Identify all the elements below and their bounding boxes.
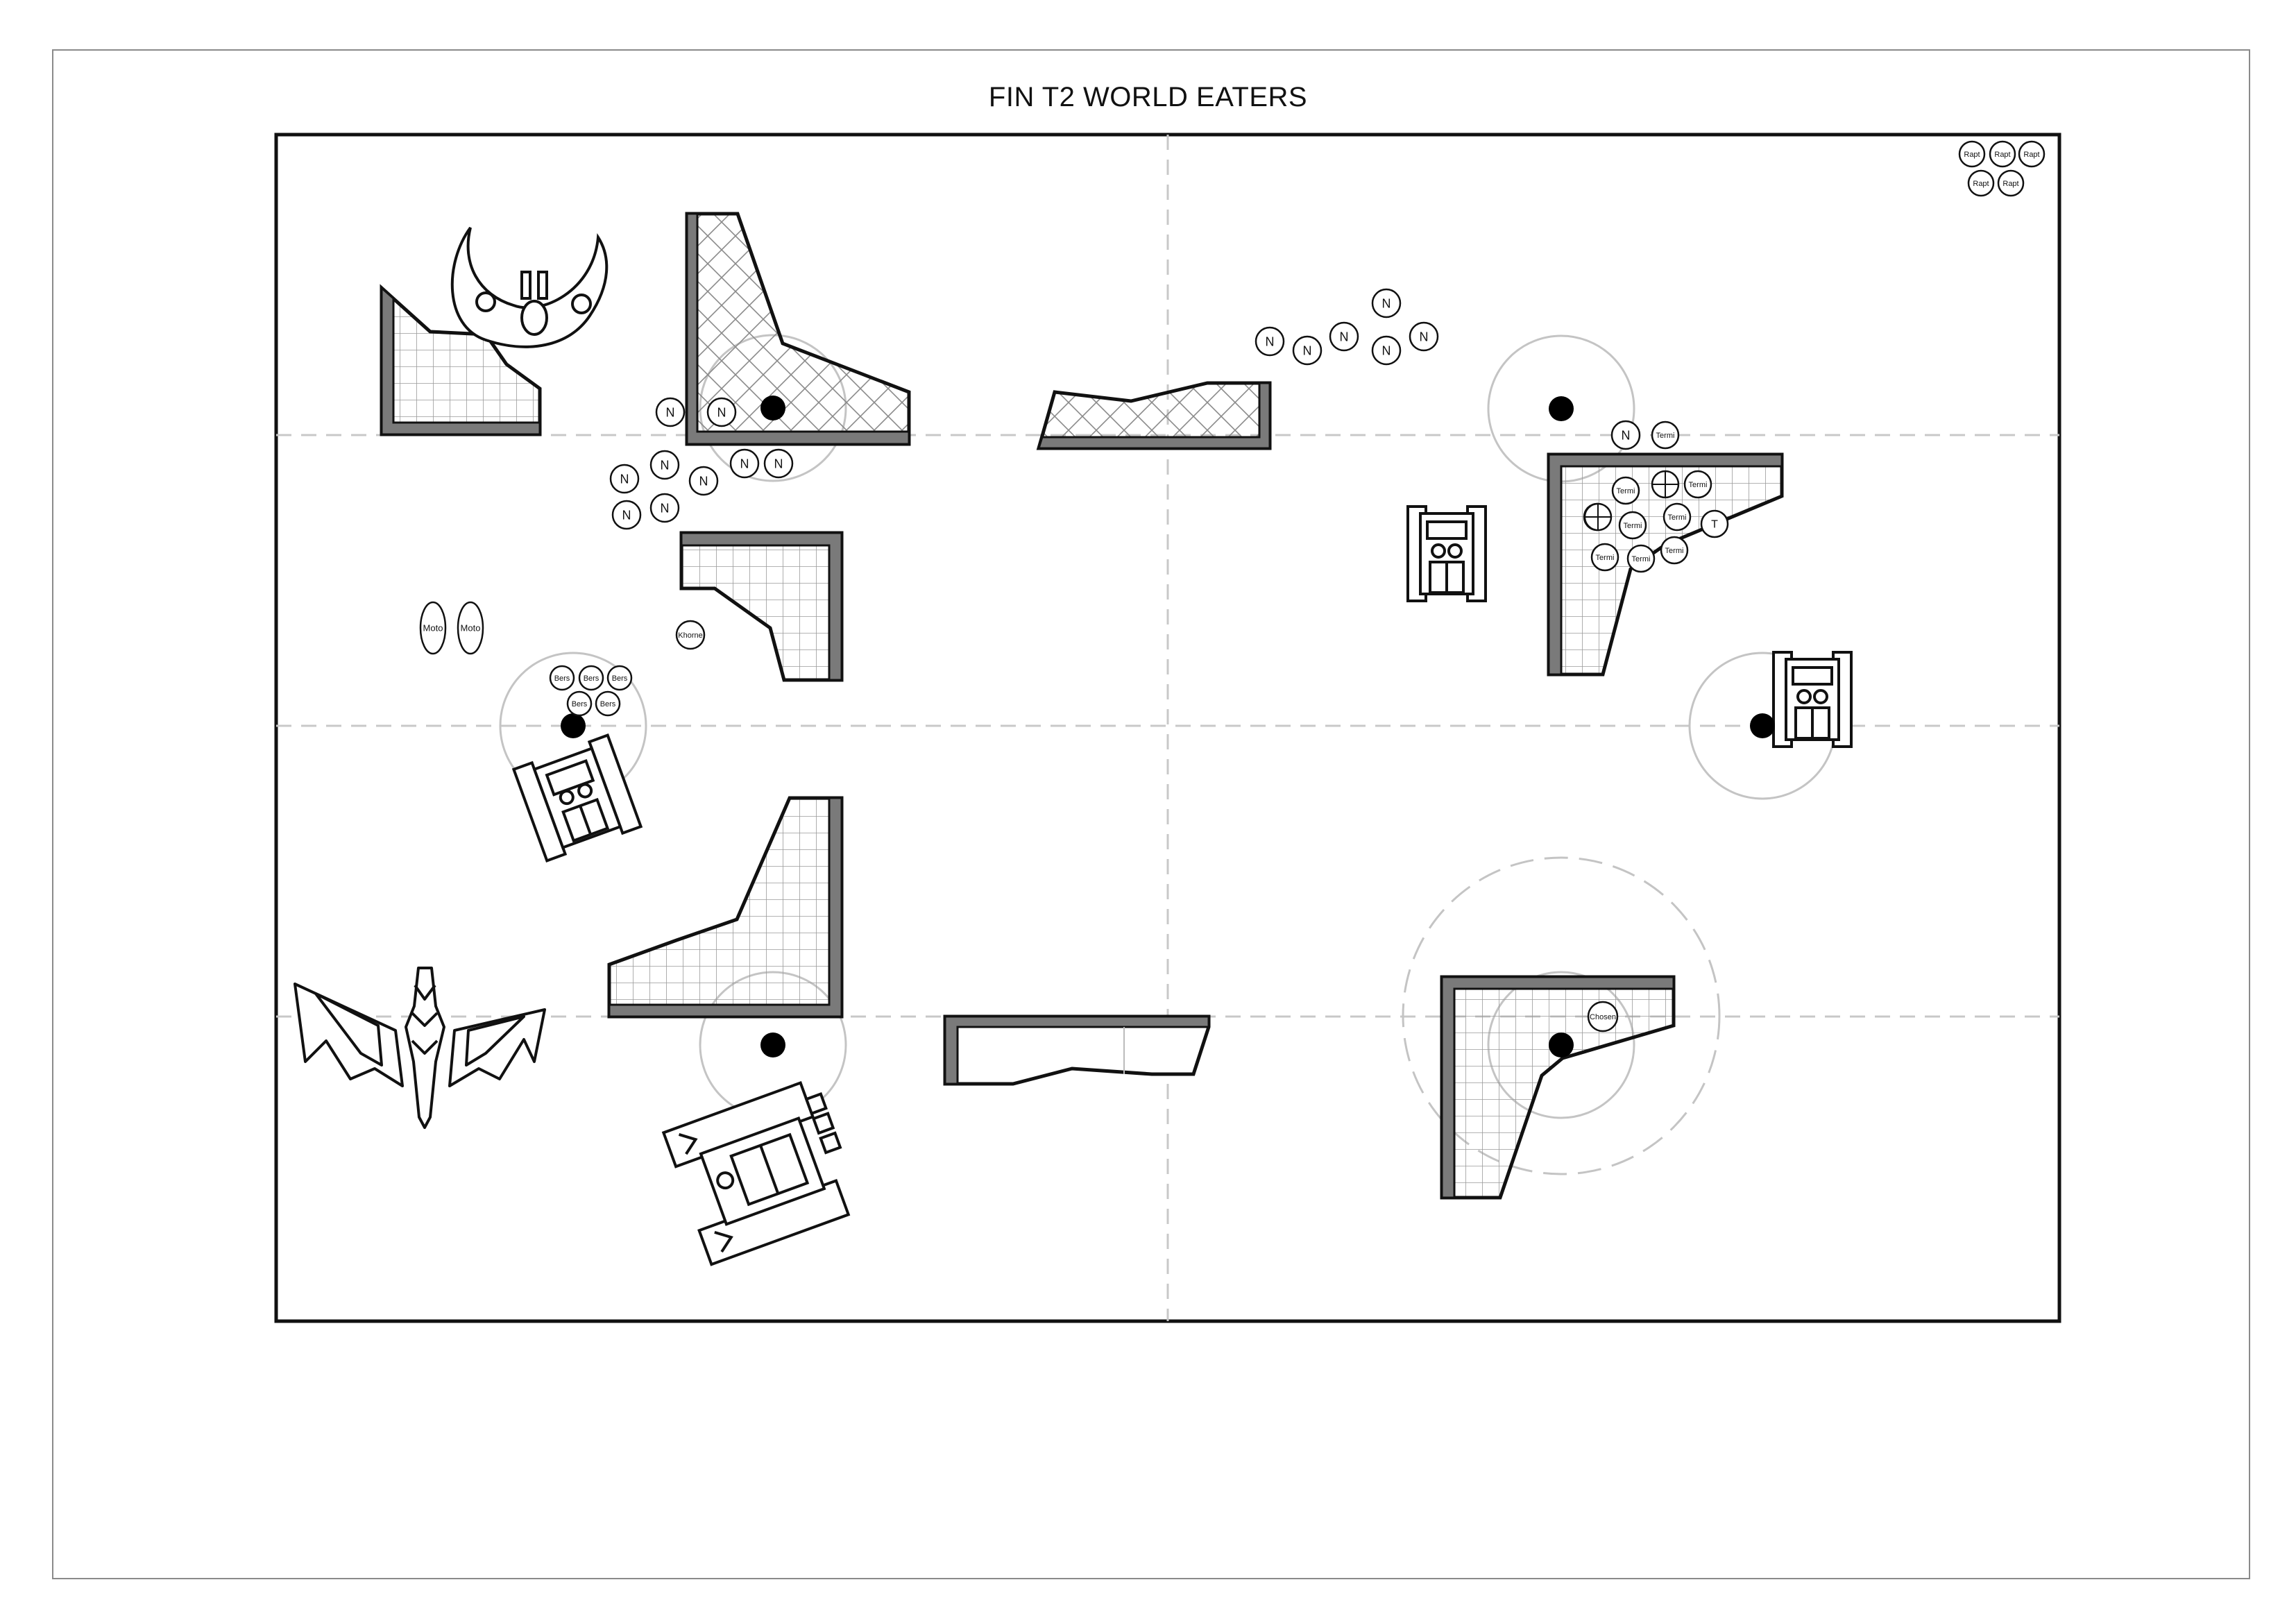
unit-token-label: N bbox=[740, 457, 749, 470]
unit-token-label: N bbox=[774, 457, 783, 470]
unit-token-label: Khorne bbox=[678, 631, 702, 640]
unit-token-label: N bbox=[1382, 343, 1391, 357]
n-token[interactable]: N bbox=[611, 500, 642, 530]
termi-token[interactable]: Termi bbox=[1651, 420, 1680, 450]
unit-token-label: N bbox=[1340, 330, 1349, 343]
raptor-token[interactable]: Rapt bbox=[2018, 140, 2046, 168]
ruin-top-center bbox=[685, 212, 911, 446]
bers-token[interactable]: Bers bbox=[549, 665, 575, 691]
unit-token-label: N bbox=[1622, 428, 1631, 442]
unit-token-label: N bbox=[622, 508, 631, 522]
n-token[interactable]: N bbox=[649, 450, 680, 480]
unit-token-label: Termi bbox=[1665, 547, 1684, 555]
unit-token-label: Rapt bbox=[1994, 151, 2010, 159]
termi-token[interactable]: Termi bbox=[1590, 543, 1619, 572]
raptor-token[interactable]: Rapt bbox=[1989, 140, 2016, 168]
unit-token-label: Rapt bbox=[1964, 151, 1980, 159]
ruin-bottom-mid bbox=[943, 1014, 1211, 1086]
map-title: FIN T2 WORLD EATERS bbox=[988, 82, 1308, 112]
unit-token-label: N bbox=[620, 472, 629, 486]
unit-token-label: Bers bbox=[600, 700, 616, 708]
unit-token-label: Chosen bbox=[1590, 1013, 1616, 1021]
ruin-left-bottom bbox=[607, 796, 844, 1019]
termi-token[interactable]: Termi bbox=[1611, 476, 1640, 505]
n-token[interactable]: N bbox=[649, 493, 680, 523]
tank-right-upper bbox=[1406, 505, 1487, 602]
n-token[interactable]: N bbox=[1409, 321, 1439, 352]
unit-token-label: N bbox=[661, 501, 670, 515]
unit-token-label: N bbox=[717, 405, 726, 419]
unit-token-label: N bbox=[1382, 296, 1391, 310]
land-raider bbox=[661, 1080, 851, 1266]
n-token[interactable]: N bbox=[706, 397, 737, 427]
unit-token-label: Termi bbox=[1596, 554, 1615, 562]
unit-token-label: Termi bbox=[1656, 432, 1675, 440]
unit-token-label: N bbox=[699, 474, 708, 488]
unit-token-label: T bbox=[1711, 519, 1718, 531]
dragon-model bbox=[294, 967, 546, 1129]
tank-right-lower bbox=[1772, 651, 1853, 748]
unit-token-label: N bbox=[1303, 343, 1312, 357]
page-frame bbox=[52, 49, 2250, 1579]
unit-token-label: Rapt bbox=[2023, 151, 2039, 159]
termi-token[interactable]: Termi bbox=[1626, 544, 1656, 573]
n-token[interactable]: N bbox=[1371, 288, 1402, 318]
ruin-top-left bbox=[380, 284, 542, 436]
termi-token[interactable]: Termi bbox=[1683, 470, 1712, 499]
n-token[interactable]: N bbox=[609, 464, 640, 494]
ruin-left-middle bbox=[679, 531, 844, 682]
n-token[interactable]: N bbox=[1255, 326, 1285, 357]
unit-token-label: Termi bbox=[1632, 555, 1651, 563]
n-token[interactable]: N bbox=[1329, 321, 1359, 352]
bers-token[interactable]: Bers bbox=[606, 665, 633, 691]
ruin-top-mid bbox=[1036, 381, 1272, 450]
n-token[interactable]: N bbox=[688, 466, 719, 496]
khorne-token[interactable]: Khorne bbox=[675, 620, 706, 650]
chosen-token[interactable]: Chosen bbox=[1587, 1001, 1619, 1033]
termi-token[interactable] bbox=[1583, 502, 1613, 532]
unit-token-label: Bers bbox=[572, 700, 588, 708]
n-token[interactable]: N bbox=[729, 448, 760, 479]
termi-token[interactable] bbox=[1651, 470, 1680, 499]
bers-token[interactable]: Bers bbox=[566, 690, 593, 717]
unit-token-label: Bers bbox=[554, 674, 570, 683]
n-token[interactable]: N bbox=[1610, 420, 1641, 450]
unit-token-label: Bers bbox=[612, 674, 628, 683]
unit-token-label: N bbox=[1420, 330, 1429, 343]
termi-token[interactable]: Termi bbox=[1660, 536, 1689, 565]
tank-left bbox=[511, 733, 643, 863]
objective-markers bbox=[561, 396, 1775, 1057]
unit-token-label: Rapt bbox=[2002, 180, 2018, 188]
raptor-token[interactable]: Rapt bbox=[1958, 140, 1986, 168]
unit-token-label: Moto bbox=[461, 623, 481, 634]
crescent-structure bbox=[450, 226, 609, 348]
unit-token-label: Termi bbox=[1624, 522, 1642, 530]
unit-token-label: Bers bbox=[584, 674, 599, 683]
unit-token-label: Termi bbox=[1617, 487, 1635, 495]
unit-token-label: N bbox=[1266, 334, 1275, 348]
bers-token[interactable]: Bers bbox=[595, 690, 621, 717]
unit-token-label: Moto bbox=[423, 623, 443, 634]
termi-token[interactable]: Termi bbox=[1663, 502, 1692, 532]
unit-token-label: N bbox=[661, 458, 670, 472]
unit-token-label: Termi bbox=[1689, 481, 1708, 489]
bers-token[interactable]: Bers bbox=[578, 665, 604, 691]
raptor-token[interactable]: Rapt bbox=[1997, 169, 2025, 197]
moto-token[interactable]: Moto bbox=[419, 601, 447, 655]
moto-token[interactable]: Moto bbox=[457, 601, 484, 655]
ruin-bottom-right bbox=[1440, 975, 1676, 1200]
unit-token-label: Rapt bbox=[1973, 180, 1989, 188]
termi-token[interactable]: T bbox=[1700, 509, 1729, 538]
n-token[interactable]: N bbox=[1371, 335, 1402, 366]
n-token[interactable]: N bbox=[655, 397, 686, 427]
n-token[interactable]: N bbox=[1292, 335, 1323, 366]
unit-token-label: N bbox=[666, 405, 675, 419]
raptor-token[interactable]: Rapt bbox=[1967, 169, 1995, 197]
unit-token-label: Termi bbox=[1668, 513, 1687, 522]
n-token[interactable]: N bbox=[763, 448, 794, 479]
termi-token[interactable]: Termi bbox=[1618, 511, 1647, 540]
